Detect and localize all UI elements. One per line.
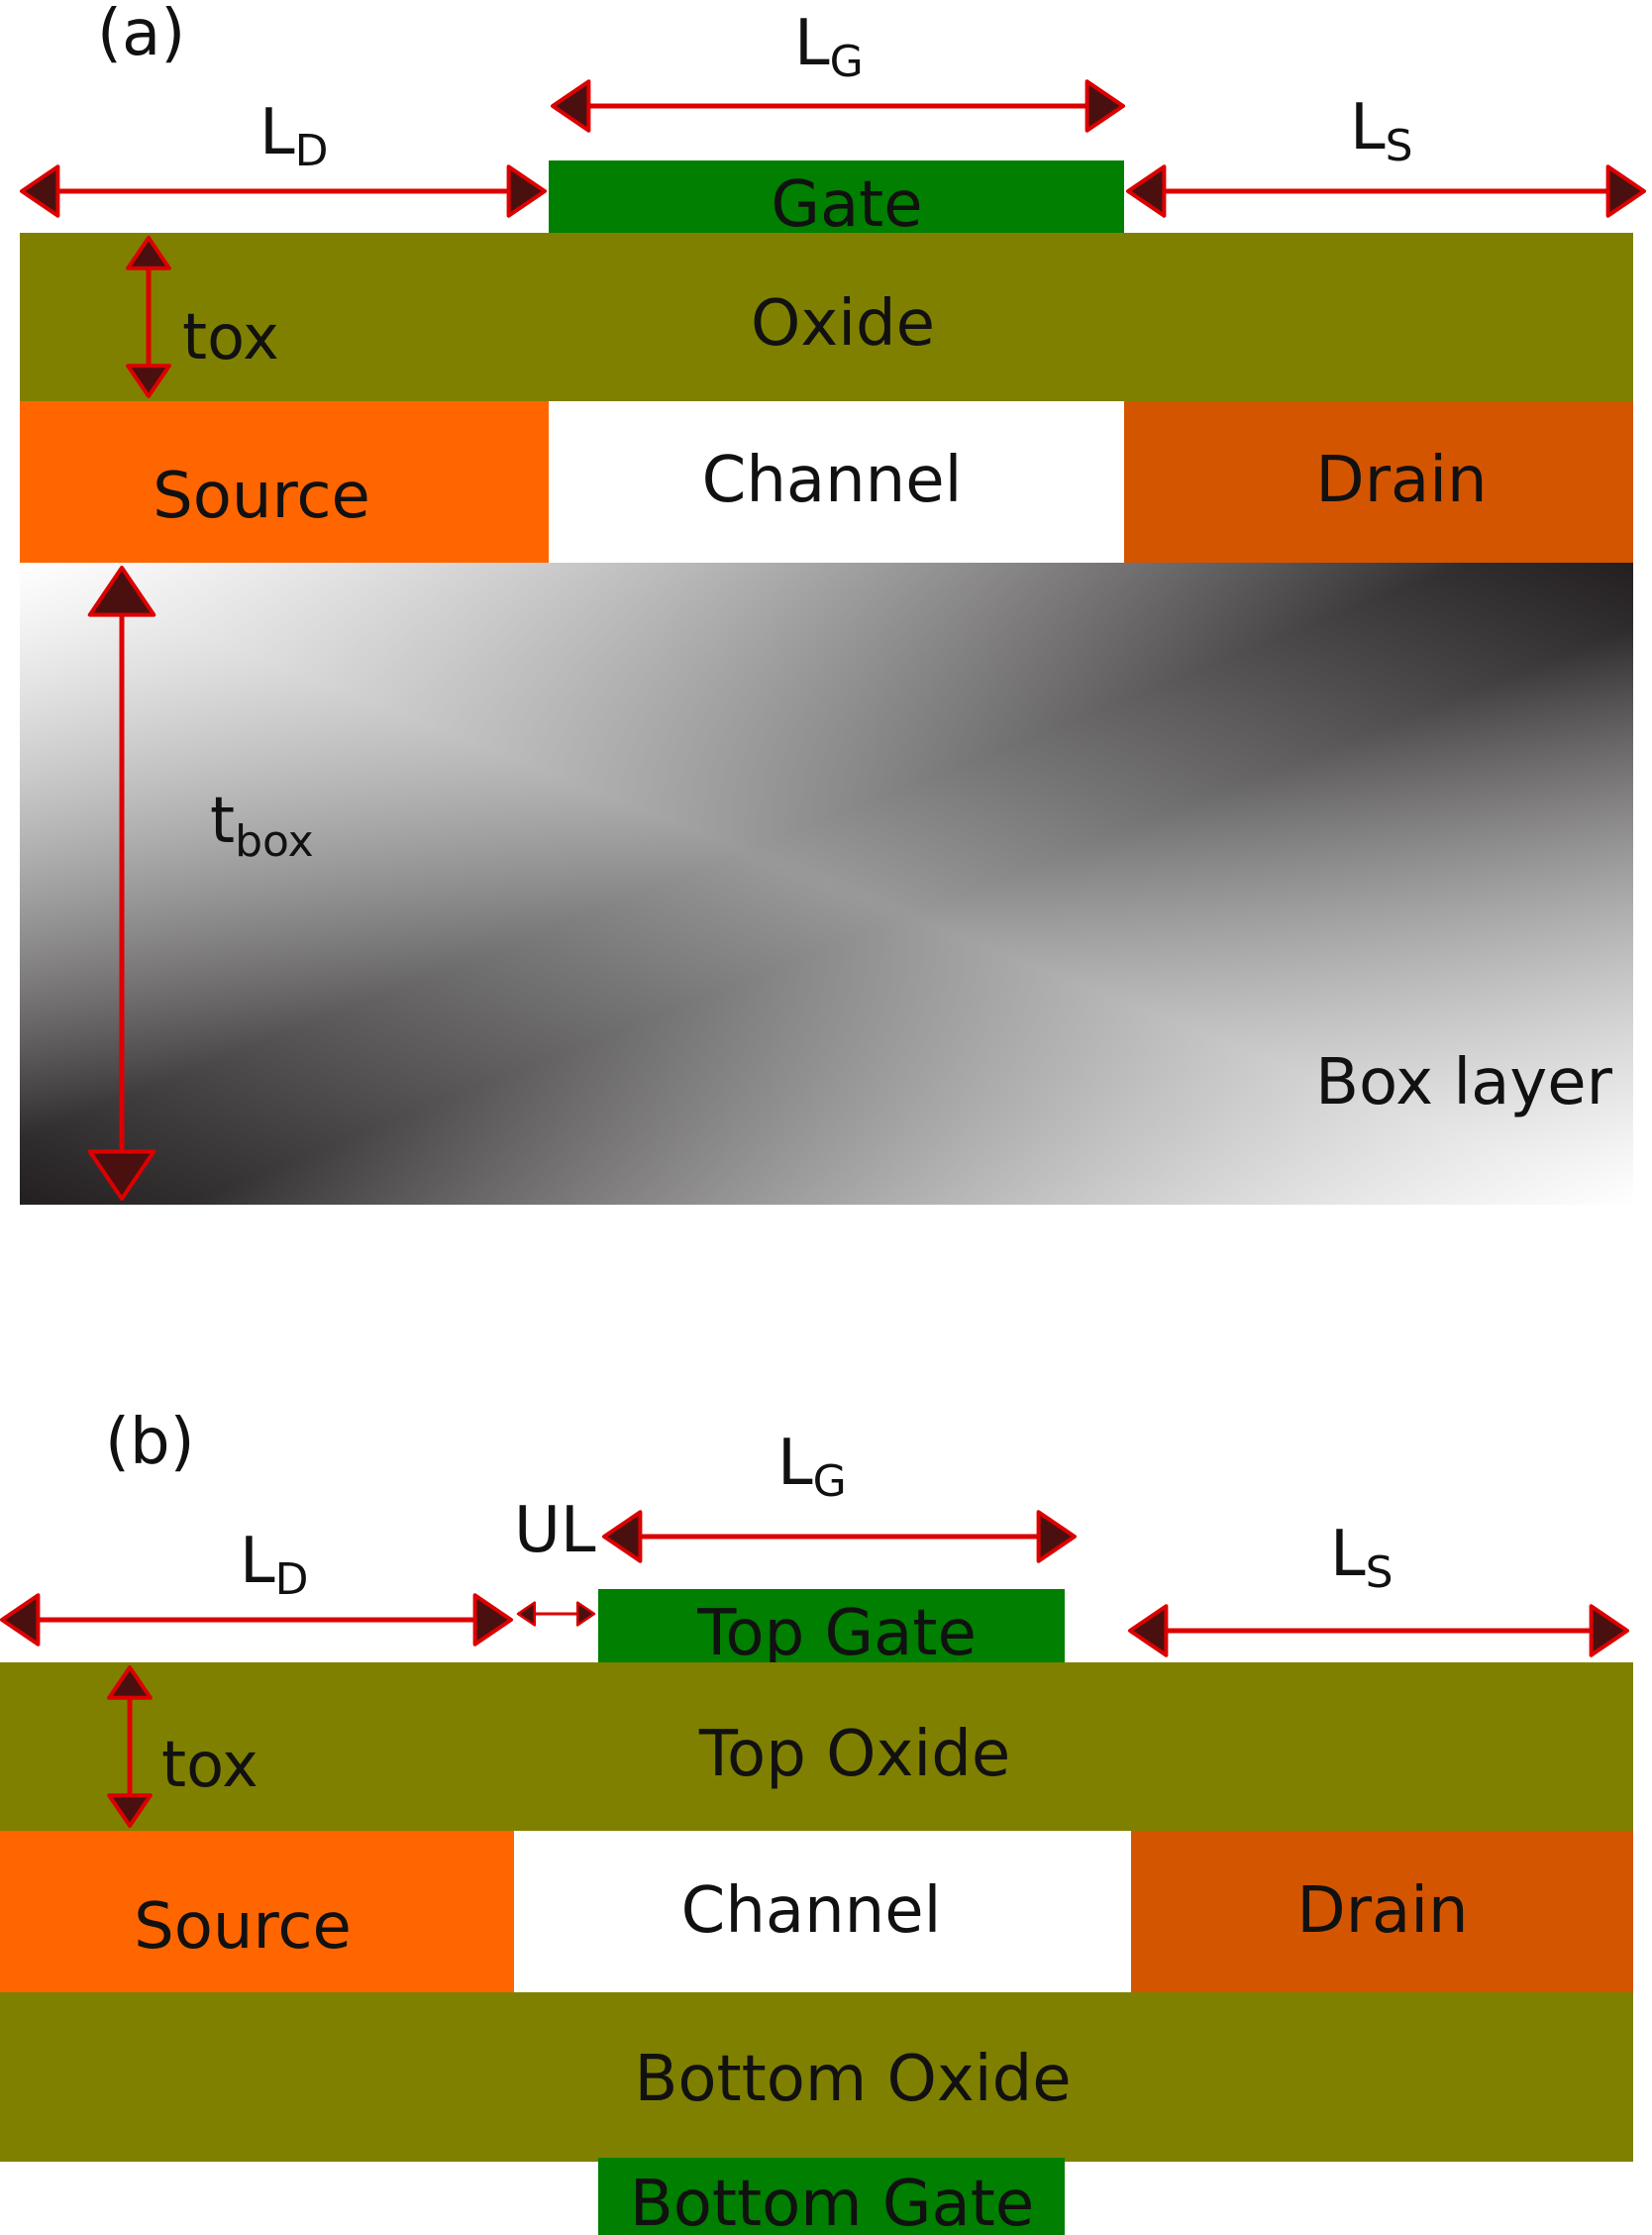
panel-b-channel-label: Channel	[681, 1874, 942, 1948]
panel-a-tbox-label: tbox	[210, 785, 314, 867]
panel-b-bottom-oxide	[0, 1992, 1633, 2162]
panel-b-lg-arrow-head-end	[1036, 1510, 1077, 1563]
panel-b-source	[0, 1831, 514, 1992]
panel-b-bottom-gate-label: Bottom Gate	[630, 2168, 1034, 2235]
panel-a-drain-label: Drain	[1315, 444, 1487, 517]
panel-a-oxide	[20, 233, 1633, 401]
panel-b-tox-arrow-head-end	[107, 1793, 153, 1828]
panel-a-gate-label: Gate	[771, 168, 922, 242]
panel-a: (a) Gate Oxide Source Channel Drain Box …	[20, 0, 1646, 1205]
panel-b-ls-label: LS	[1330, 1518, 1394, 1598]
panel-a-channel	[549, 401, 1124, 563]
panel-b-ld-arrow	[0, 1593, 513, 1647]
panel-a-tbox-arrow-head-end	[87, 1149, 156, 1201]
panel-b-source-label: Source	[134, 1890, 352, 1964]
panel-a-drain	[1124, 401, 1633, 563]
panel-b-lg-arrow	[602, 1510, 1077, 1563]
panel-a-tox-arrow-head-end	[126, 364, 171, 398]
panel-a-tox-arrow	[126, 236, 171, 398]
panel-b-ld-arrow-head-start	[0, 1593, 41, 1647]
panel-a-tbox-arrow	[87, 566, 156, 1201]
panel-a-tox-label: tox	[182, 301, 279, 374]
panel-a-source	[20, 401, 549, 563]
panel-b-top-gate	[598, 1589, 1065, 1665]
panel-a-ld-arrow-head-end	[506, 164, 547, 218]
panel-b-tag: (b)	[105, 1406, 195, 1479]
panel-a-oxide-label: Oxide	[751, 287, 935, 361]
panel-b-ls-arrow	[1128, 1604, 1629, 1657]
panel-b-ul-label: UL	[514, 1494, 596, 1567]
panel-a-box-layer-highlight	[20, 563, 1633, 1205]
panel-b-drain	[1131, 1831, 1633, 1992]
panel-a-ld-label: LD	[259, 96, 329, 176]
panel-b-drain-label: Drain	[1296, 1874, 1468, 1948]
panel-b-tox-arrow-head-start	[107, 1665, 153, 1700]
panel-b-top-oxide	[0, 1662, 1633, 1831]
panel-b-ls-arrow-head-end	[1589, 1604, 1629, 1657]
panel-a-lg-label: LG	[794, 7, 864, 87]
panel-a-channel-label: Channel	[702, 444, 963, 517]
panel-b-lg-arrow-head-start	[602, 1510, 643, 1563]
panel-b-ld-label: LD	[240, 1525, 309, 1605]
panel-b-tox-arrow	[107, 1665, 153, 1828]
panel-a-ls-label: LS	[1350, 91, 1413, 171]
panel-b-ul-arrow	[516, 1601, 596, 1627]
panel-a-lg-arrow	[551, 79, 1125, 133]
panel-a-ld-arrow	[20, 164, 547, 218]
panel-a-tox-arrow-head-start	[126, 236, 171, 270]
panel-a-source-label: Source	[153, 460, 370, 533]
panel-b: (b) Top Gate Top Oxide Source Channel Dr…	[0, 1406, 1633, 2235]
panel-b-top-gate-label: Top Gate	[696, 1597, 977, 1670]
panel-b-ul-arrow-head-end	[575, 1601, 596, 1627]
panel-b-ls-arrow-head-start	[1128, 1604, 1169, 1657]
panel-a-ls-arrow-head-end	[1605, 164, 1646, 218]
panel-b-bottom-gate	[598, 2158, 1065, 2235]
panel-b-lg-label: LG	[777, 1427, 847, 1507]
panel-a-tbox-arrow-head-start	[87, 566, 156, 617]
panel-a-ls-arrow-head-start	[1126, 164, 1167, 218]
panel-a-ls-arrow	[1126, 164, 1646, 218]
panel-b-ul-arrow-head-start	[516, 1601, 537, 1627]
panel-a-lg-arrow-head-end	[1084, 79, 1125, 133]
panel-b-channel	[514, 1831, 1131, 1992]
panel-a-lg-arrow-head-start	[551, 79, 591, 133]
panel-b-ld-arrow-head-end	[472, 1593, 513, 1647]
panel-b-bottom-oxide-label: Bottom Oxide	[634, 2043, 1071, 2116]
panel-b-tox-label: tox	[161, 1729, 258, 1802]
panel-a-tag: (a)	[97, 0, 185, 70]
panel-a-box-layer-label: Box layer	[1315, 1046, 1613, 1119]
panel-a-gate	[549, 160, 1124, 237]
panel-b-top-oxide-label: Top Oxide	[698, 1718, 1010, 1791]
panel-a-ld-arrow-head-start	[20, 164, 60, 218]
